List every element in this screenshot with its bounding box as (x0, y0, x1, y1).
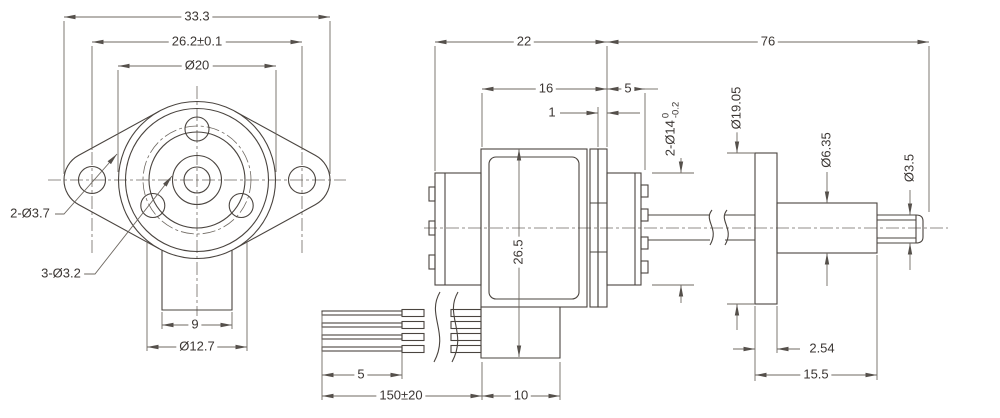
front-view (48, 14, 346, 351)
bolt-pitch-circle (142, 125, 252, 235)
dim-pilot-holes: 3-Ø3.2 (38, 266, 84, 282)
motor-body (480, 148, 588, 308)
flange-left-lobe (63, 110, 160, 250)
dim-hole-spacing: 26.2±0.1 (168, 34, 226, 50)
connector-block (480, 307, 561, 359)
connector-tab (161, 250, 233, 311)
dim-boss-diameter: Ø12.7 (176, 339, 218, 355)
left-mounting-hole (77, 165, 107, 195)
dim-disc-diameter: Ø19.05 (729, 83, 745, 133)
dim-wire-length: 150±20 (376, 388, 426, 404)
dim-can-length: 16 (535, 81, 557, 97)
dim-body-length: 22 (513, 34, 535, 50)
right-mounting-hole (287, 165, 317, 195)
wire-bundle (321, 291, 482, 363)
dim-plate-thickness: 1 (545, 105, 559, 121)
dim-hub-diameter: 2-Ø14 0 -0.2 (661, 98, 681, 160)
dim-flange-holes: 2-Ø3.7 (7, 206, 53, 222)
shaft-hole (183, 166, 211, 194)
boss-circle (148, 131, 246, 229)
dim-block-length: 10 (510, 388, 532, 404)
dim-tip-diameter: Ø3.5 (902, 150, 918, 186)
dim-front-section: 15.5 (800, 367, 832, 383)
shaft-break (708, 209, 714, 246)
coupling-disc (754, 152, 778, 305)
flange-right-lobe (234, 110, 331, 250)
leader-pilot-holes (82, 175, 173, 275)
dim-hub-length: 5 (621, 81, 635, 97)
dim-overall-height: 26.5 (511, 236, 527, 268)
rear-hub (434, 172, 482, 286)
dim-tab-width: 9 (188, 317, 202, 333)
front-view-dimensions (55, 14, 331, 351)
wire-break (433, 291, 441, 363)
dim-overall-width: 33.3 (181, 9, 213, 25)
dim-wire-strip: 5 (354, 367, 368, 383)
dim-body-diameter: Ø20 (181, 58, 213, 74)
shaft-tip (877, 214, 924, 244)
front-hub (606, 172, 642, 286)
hub-diameter-base: 2-Ø14 (662, 120, 678, 157)
dim-total-length: 76 (757, 34, 779, 50)
dim-disc-thickness: 2.54 (806, 341, 838, 357)
leader-flange-holes (55, 153, 118, 215)
motor-body-outer-circle (117, 100, 277, 260)
side-view (321, 39, 948, 400)
hub-tol-lower: -0.2 (670, 101, 681, 119)
dim-cylinder-diameter: Ø6.35 (819, 129, 835, 171)
